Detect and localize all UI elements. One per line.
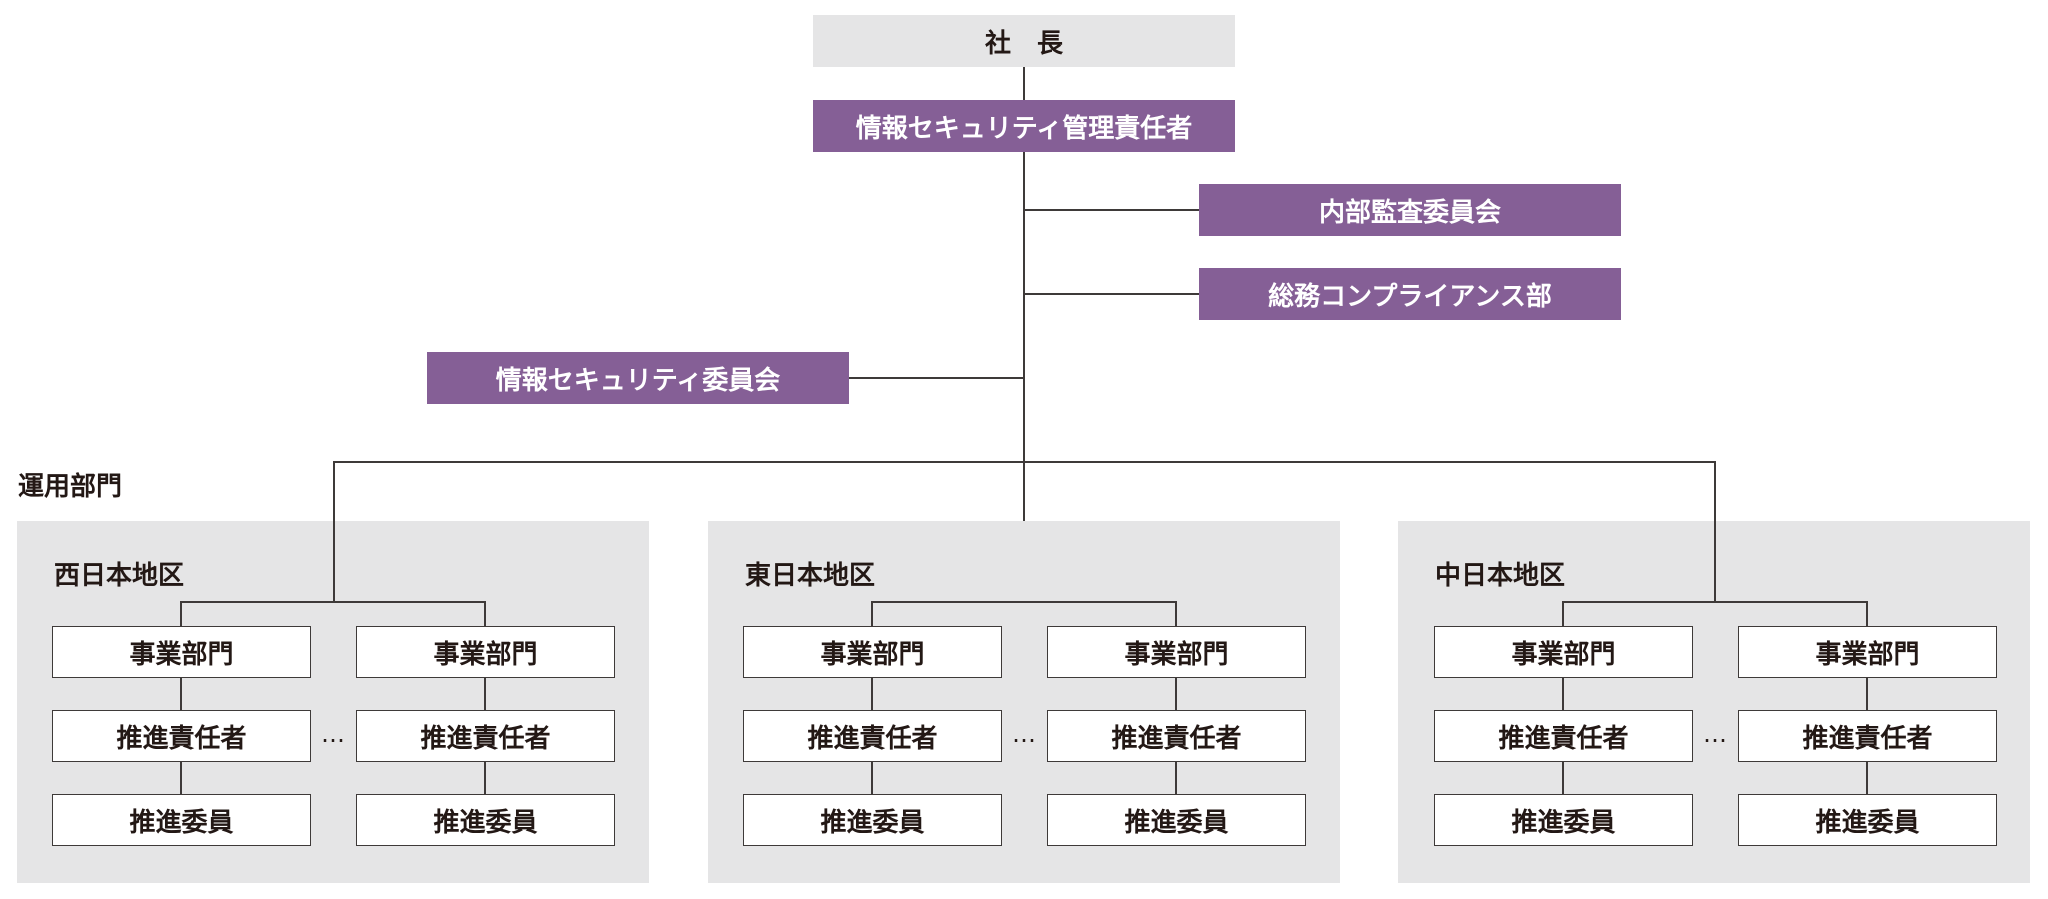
connector <box>1562 601 1564 627</box>
ellipsis: … <box>1703 720 1727 748</box>
dept-box: 事業部門 <box>1047 626 1306 678</box>
internal-audit-box: 内部監査委員会 <box>1199 184 1621 236</box>
leader-box: 推進責任者 <box>743 710 1002 762</box>
connector <box>849 377 1024 379</box>
dept-box: 事業部門 <box>356 626 615 678</box>
dept-box: 事業部門 <box>1738 626 1997 678</box>
connector <box>484 601 486 627</box>
regions-bus <box>333 461 1715 463</box>
connector <box>180 762 182 795</box>
connector <box>1175 762 1177 795</box>
connector <box>1562 601 1868 603</box>
president-box: 社 長 <box>813 15 1235 67</box>
member-box: 推進委員 <box>1047 794 1306 846</box>
member-box: 推進委員 <box>1434 794 1693 846</box>
leader-box: 推進責任者 <box>1434 710 1693 762</box>
connector <box>484 678 486 711</box>
connector <box>871 762 873 795</box>
connector <box>1866 678 1868 711</box>
region-name: 中日本地区 <box>1435 561 1566 591</box>
dept-box: 事業部門 <box>52 626 311 678</box>
dept-box: 事業部門 <box>1434 626 1693 678</box>
connector <box>1175 678 1177 711</box>
member-box: 推進委員 <box>52 794 311 846</box>
main-trunk <box>1023 152 1025 601</box>
member-box: 推進委員 <box>743 794 1002 846</box>
connector <box>180 601 182 627</box>
dept-box: 事業部門 <box>743 626 1002 678</box>
connector <box>1175 601 1177 627</box>
region-name: 西日本地区 <box>54 561 185 591</box>
connector <box>1024 293 1199 295</box>
leader-box: 推進責任者 <box>1047 710 1306 762</box>
connector <box>1714 461 1716 602</box>
connector <box>484 762 486 795</box>
leader-box: 推進責任者 <box>52 710 311 762</box>
compliance-box: 総務コンプライアンス部 <box>1199 268 1621 320</box>
connector <box>1866 601 1868 627</box>
member-box: 推進委員 <box>356 794 615 846</box>
connector <box>1866 762 1868 795</box>
operations-label: 運用部門 <box>18 472 123 502</box>
info-sec-manager-box: 情報セキュリティ管理責任者 <box>813 100 1235 152</box>
leader-box: 推進責任者 <box>356 710 615 762</box>
leader-box: 推進責任者 <box>1738 710 1997 762</box>
connector <box>1024 209 1199 211</box>
connector <box>871 601 1177 603</box>
info-sec-committee-box: 情報セキュリティ委員会 <box>427 352 849 404</box>
connector <box>1562 678 1564 711</box>
ellipsis: … <box>1012 720 1036 748</box>
ellipsis: … <box>321 720 345 748</box>
member-box: 推進委員 <box>1738 794 1997 846</box>
connector <box>1023 67 1025 100</box>
connector <box>871 678 873 711</box>
connector <box>180 601 486 603</box>
region-name: 東日本地区 <box>745 561 876 591</box>
connector <box>333 461 335 602</box>
connector <box>871 601 873 627</box>
connector <box>180 678 182 711</box>
connector <box>1562 762 1564 795</box>
